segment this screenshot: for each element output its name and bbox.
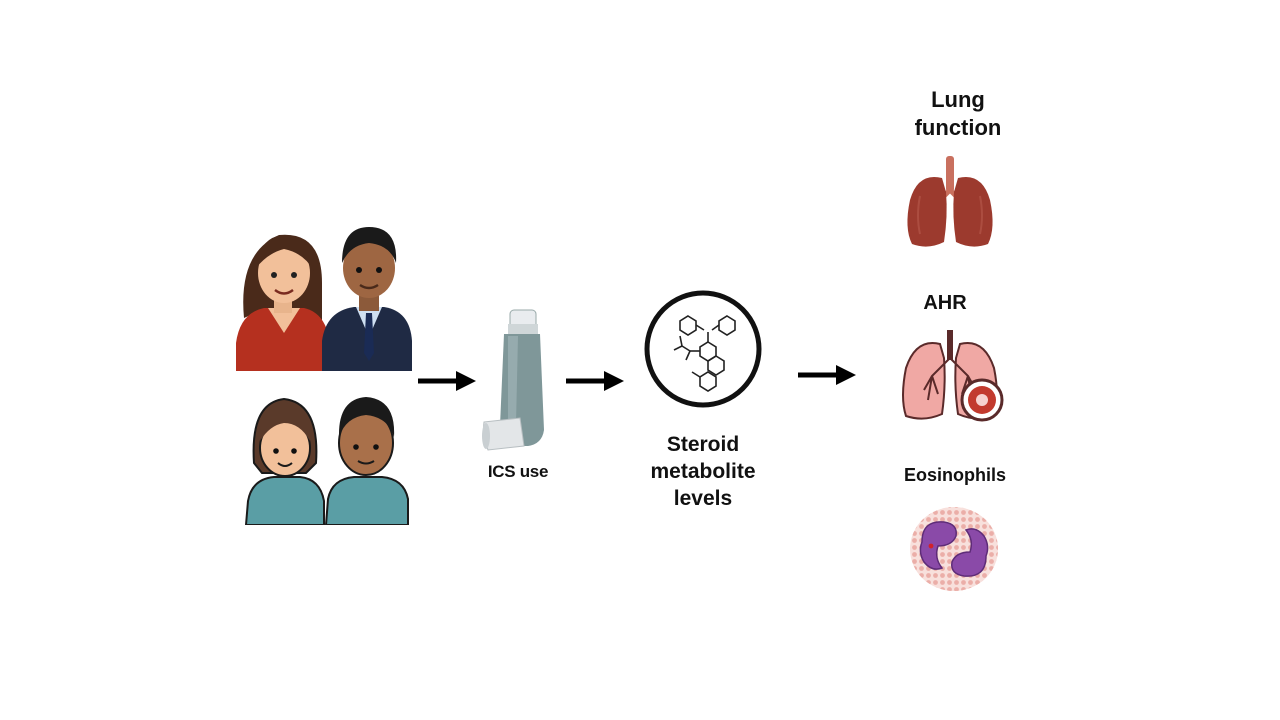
adults-icon (236, 227, 412, 371)
steroid-label-line1: Steroid (666, 433, 740, 456)
lungs (904, 156, 996, 250)
right-arrow-icon (418, 371, 476, 391)
lung-function-label: Lung function (888, 86, 1028, 142)
eosinophils-label: Eosinophils (903, 465, 1006, 485)
ahr-lungs (898, 330, 1008, 424)
right-arrow-icon (798, 365, 856, 385)
inhaler (478, 306, 550, 456)
inhaler-icon (482, 309, 544, 451)
steroid-label-line3: levels (673, 487, 733, 510)
children-icon (244, 397, 409, 525)
ahr-label: AHR (923, 292, 967, 314)
steroid-molecule (642, 288, 764, 410)
right-arrow-icon (566, 371, 624, 391)
lungs-icon (907, 156, 993, 247)
adults-group (234, 213, 412, 371)
eosinophil (904, 502, 1004, 596)
arrow-3 (798, 364, 858, 386)
steroid-metabolite-label: Steroid metabolite levels (628, 431, 778, 512)
children-group (244, 393, 410, 525)
steroid-label-line2: metabolite (650, 460, 756, 483)
arrow-1 (418, 370, 478, 392)
eosinophil-cell-icon (910, 507, 998, 591)
steroid-molecule-icon (644, 290, 762, 408)
ics-use-label: ICS use (487, 462, 549, 481)
lung-label-line1: Lung (931, 87, 985, 112)
lung-label-line2: function (914, 115, 1002, 140)
airway-lungs-icon (902, 330, 1004, 422)
arrow-2 (566, 370, 626, 392)
